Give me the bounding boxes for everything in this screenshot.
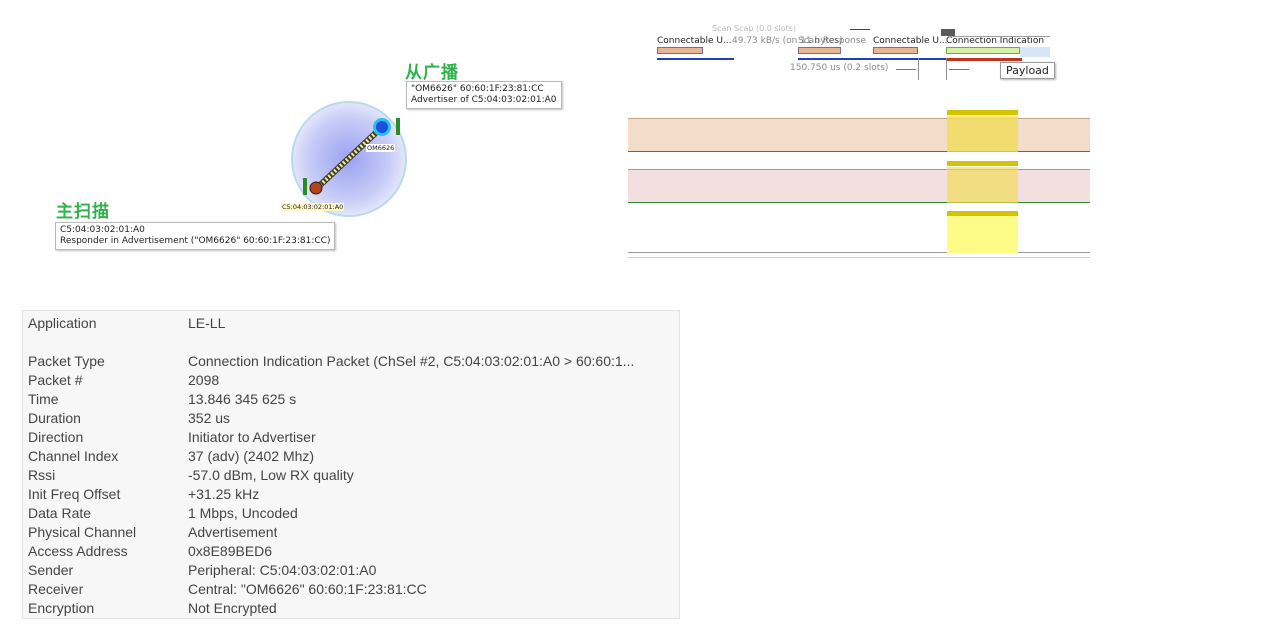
detail-value: 13.846 345 625 s — [188, 391, 297, 407]
detail-key: Channel Index — [28, 448, 119, 464]
channel-band[interactable] — [628, 169, 1090, 203]
channel-band[interactable] — [628, 118, 1090, 152]
scanner-node-label: C5:04:03:02:01:A0 — [281, 203, 345, 211]
selection-marker — [947, 110, 1018, 115]
detail-key: Application — [28, 315, 97, 331]
band-baseline — [628, 252, 1090, 253]
detail-key: Sender — [28, 562, 74, 578]
scanner-node[interactable] — [309, 181, 323, 195]
arrow-line — [850, 29, 870, 30]
connection-graph — [291, 101, 407, 217]
selection-highlight[interactable] — [947, 116, 1018, 152]
advertiser-node-label: OM6626 — [366, 144, 396, 152]
scanner-title: 主扫描 — [56, 202, 110, 222]
interval-arrow — [896, 69, 916, 70]
detail-value: 37 (adv) (2402 Mhz) — [188, 448, 315, 464]
band-baseline — [628, 202, 1090, 203]
band-baseline — [628, 257, 1090, 258]
selection-highlight[interactable] — [947, 216, 1018, 253]
packet-block[interactable] — [873, 47, 918, 54]
interval-arrow — [949, 69, 969, 70]
detail-value: Initiator to Advertiser — [188, 429, 316, 445]
detail-value: 1 Mbps, Uncoded — [188, 505, 298, 521]
detail-value: Peripheral: C5:04:03:02:01:A0 — [188, 562, 377, 578]
timeline-bar-selected — [946, 58, 1022, 61]
packet-block-selected[interactable] — [946, 47, 1020, 54]
detail-value: +31.25 kHz — [188, 486, 260, 502]
payload-tooltip: Payload — [1000, 62, 1055, 79]
packet-label[interactable]: Scan Response — [798, 36, 866, 46]
detail-key: Physical Channel — [28, 524, 137, 540]
detail-key: Time — [28, 391, 59, 407]
scanner-tooltip-line: Responder in Advertisement ("OM6626" 60:… — [60, 236, 331, 246]
detail-value: LE-LL — [188, 315, 226, 331]
packet-details-panel: Application LE-LL Packet Type Connection… — [22, 310, 680, 619]
detail-key: Rssi — [28, 467, 56, 483]
advertiser-node[interactable] — [376, 121, 388, 133]
detail-key: Init Freq Offset — [28, 486, 121, 502]
detail-key: Encryption — [28, 600, 95, 616]
throughput-label: 49.73 kB/s (on 11 bytes) — [732, 36, 843, 46]
selection-highlight[interactable] — [947, 167, 1018, 203]
detail-key: Packet Type — [28, 353, 105, 369]
detail-key: Duration — [28, 410, 81, 426]
detail-key: Packet # — [28, 372, 83, 388]
advertiser-tooltip: "OM6626" 60:60:1F:23:81:CC Advertiser of… — [406, 81, 562, 109]
packet-label[interactable]: Connectable U... — [873, 36, 948, 46]
timeline-bar — [657, 58, 734, 60]
detail-value: -57.0 dBm, Low RX quality — [188, 467, 354, 483]
advertiser-tooltip-line: Advertiser of C5:04:03:02:01:A0 — [411, 95, 557, 105]
detail-key: Receiver — [28, 581, 84, 597]
scanner-signal-icon — [303, 178, 307, 195]
advertiser-title: 从广播 — [405, 63, 459, 83]
detail-value: Central: "OM6626" 60:60:1F:23:81:CC — [188, 581, 427, 597]
packet-label[interactable]: Connectable U... — [657, 36, 732, 46]
packet-label[interactable]: Connection Indication — [946, 36, 1045, 46]
interval-label: 150.750 us (0.2 slots) — [790, 63, 889, 73]
detail-value: 2098 — [188, 372, 220, 388]
divider — [948, 36, 1050, 37]
packet-block[interactable] — [798, 47, 841, 54]
interval-tick — [918, 58, 919, 80]
detail-key: Access Address — [28, 543, 128, 559]
link-line-dash[interactable] — [315, 126, 383, 190]
scanner-tooltip: C5:04:03:02:01:A0 Responder in Advertise… — [55, 222, 336, 250]
detail-key: Direction — [28, 429, 84, 445]
advertiser-signal-icon — [396, 118, 400, 135]
selection-marker — [947, 211, 1018, 216]
packet-block-tail — [1020, 47, 1050, 57]
detail-key: Data Rate — [28, 505, 92, 521]
selection-marker — [947, 161, 1018, 166]
detail-value: Not Encrypted — [188, 600, 277, 616]
detail-value: 0x8E89BED6 — [188, 543, 273, 559]
packet-block[interactable] — [657, 47, 703, 54]
marker-icon — [941, 29, 955, 36]
interval-tick — [946, 58, 947, 80]
detail-value: Connection Indication Packet (ChSel #2, … — [188, 353, 635, 369]
advertiser-tooltip-line: "OM6626" 60:60:1F:23:81:CC — [411, 84, 544, 94]
timeline-bar — [798, 58, 946, 60]
detail-value: Advertisement — [188, 524, 278, 540]
faded-label: Scan Scap (0.0 slots) — [712, 24, 797, 33]
scanner-tooltip-line: C5:04:03:02:01:A0 — [60, 225, 145, 235]
detail-value: 352 us — [188, 410, 231, 426]
band-baseline — [628, 151, 1090, 152]
